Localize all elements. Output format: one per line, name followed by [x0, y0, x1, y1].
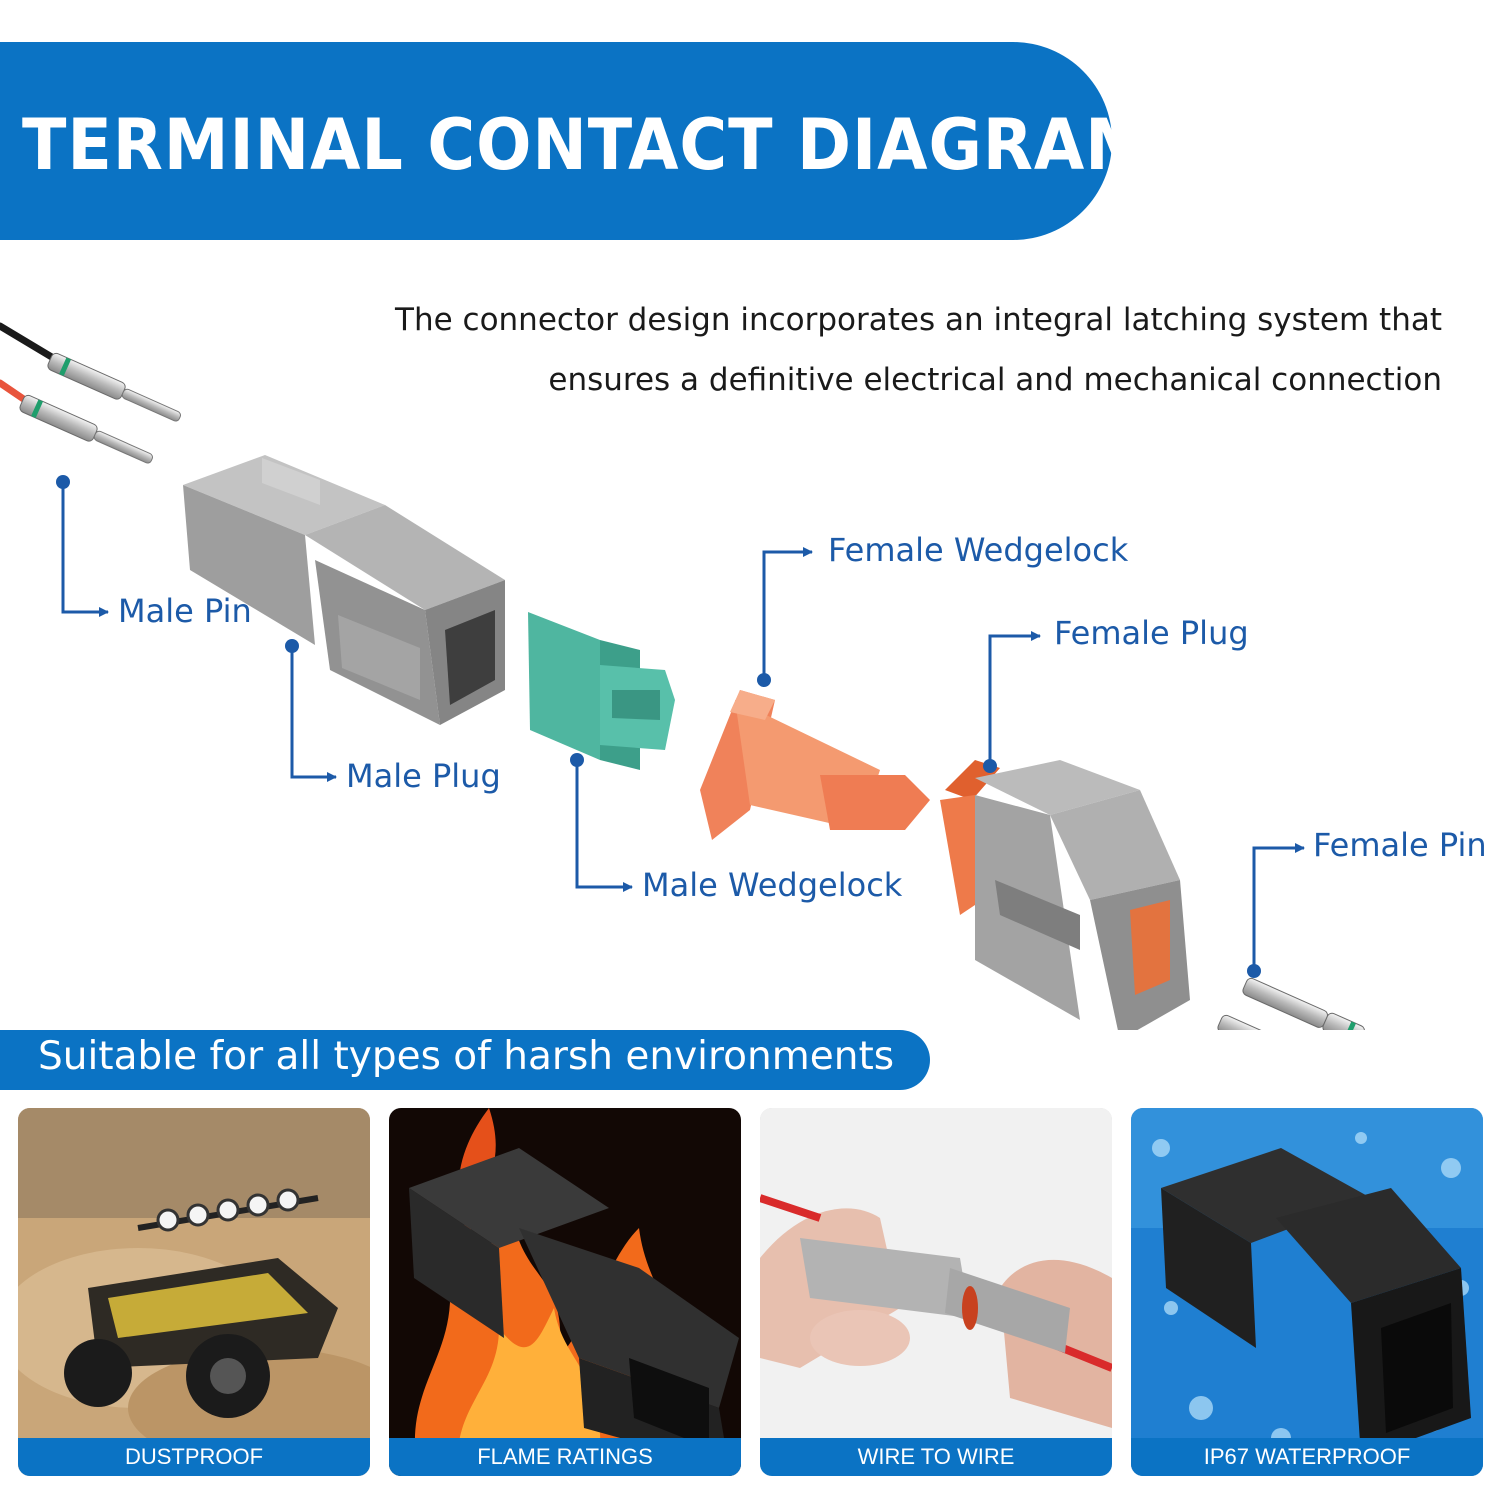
- card-wire-to-wire: WIRE TO WIRE: [760, 1108, 1112, 1476]
- flame-connector-illustration: [389, 1108, 741, 1476]
- card-ip67-waterproof: IP67 WATERPROOF: [1131, 1108, 1483, 1476]
- caption-ip67-waterproof: IP67 WATERPROOF: [1131, 1438, 1483, 1476]
- label-female-plug: Female Plug: [1054, 614, 1249, 652]
- description-line-2: ensures a definitive electrical and mech…: [548, 362, 1442, 398]
- label-female-wedgelock: Female Wedgelock: [828, 531, 1129, 569]
- environments-banner-text: Suitable for all types of harsh environm…: [38, 1034, 895, 1079]
- female-pins: [1217, 977, 1365, 1030]
- male-wedgelock-shape: [528, 612, 675, 770]
- callout-dots: [56, 475, 1261, 978]
- label-male-wedgelock: Male Wedgelock: [642, 866, 903, 904]
- title-banner: [0, 42, 1112, 240]
- female-plug-shape: [940, 760, 1190, 1030]
- male-plug-shape: [183, 455, 505, 725]
- dusty-offroad-illustration: [18, 1108, 370, 1476]
- card-dustproof: DUSTPROOF: [18, 1108, 370, 1476]
- caption-dustproof: DUSTPROOF: [18, 1438, 370, 1476]
- male-pins: [0, 322, 181, 464]
- caption-wire-to-wire: WIRE TO WIRE: [760, 1438, 1112, 1476]
- connector-diagram: [0, 322, 1365, 1030]
- caption-flame-ratings: FLAME RATINGS: [389, 1438, 741, 1476]
- label-female-pin: Female Pin: [1313, 826, 1487, 864]
- label-male-plug: Male Plug: [346, 757, 501, 795]
- description-line-1: The connector design incorporates an int…: [395, 302, 1442, 338]
- waterproof-connector-illustration: [1131, 1108, 1483, 1476]
- page-title: TERMINAL CONTACT DIAGRAM: [22, 104, 1151, 186]
- female-wedgelock-shape: [700, 690, 930, 840]
- card-flame-ratings: FLAME RATINGS: [389, 1108, 741, 1476]
- environments-banner: [0, 1030, 930, 1090]
- callout-lines: [61, 482, 1305, 971]
- label-male-pin: Male Pin: [118, 592, 252, 630]
- hands-connector-illustration: [760, 1108, 1112, 1476]
